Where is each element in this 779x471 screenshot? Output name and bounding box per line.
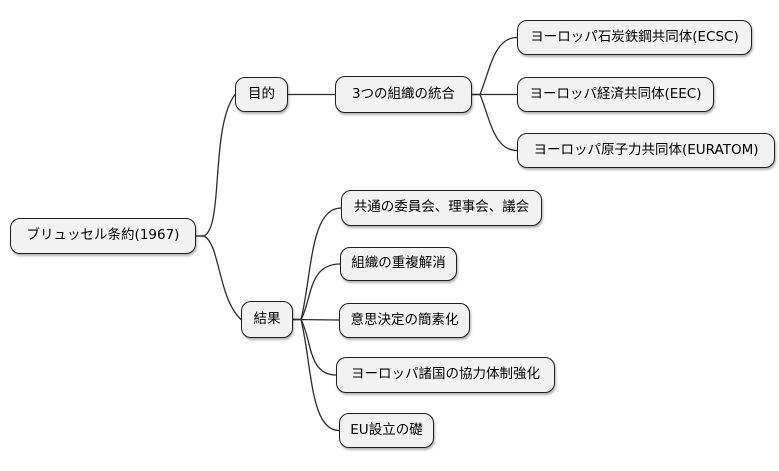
- edge-result-duplication: [292, 263, 341, 321]
- edge-root-purpose: [195, 93, 236, 237]
- edge-result-common-bodies: [292, 207, 342, 321]
- edge-root-result: [195, 235, 242, 321]
- edge-integration-ecsc: [471, 36, 518, 96]
- node-simplification: 意思決定の簡素化: [339, 303, 470, 338]
- edge-result-eu-foundation: [292, 318, 340, 432]
- edge-result-cooperation: [292, 318, 337, 376]
- node-integration: 3つの組織の統合: [335, 76, 472, 113]
- node-eu-foundation: EU設立の礎: [339, 413, 434, 448]
- node-ecsc: ヨーロッパ石炭鉄鋼共同体(ECSC): [517, 20, 752, 55]
- node-root: ブリュッセル条約(1967): [10, 218, 196, 254]
- edge-integration-euratom: [471, 93, 518, 152]
- node-cooperation: ヨーロッパ諸国の協力体制強化: [336, 357, 555, 393]
- node-common-bodies: 共通の委員会、理事会、議会: [341, 190, 542, 226]
- node-purpose: 目的: [235, 77, 288, 112]
- node-eec: ヨーロッパ経済共同体(EEC): [517, 77, 714, 112]
- node-result: 結果: [241, 301, 293, 338]
- node-duplication: 組織の重複解消: [340, 247, 457, 281]
- node-euratom: ヨーロッパ原子力共同体(EURATOM): [517, 133, 775, 168]
